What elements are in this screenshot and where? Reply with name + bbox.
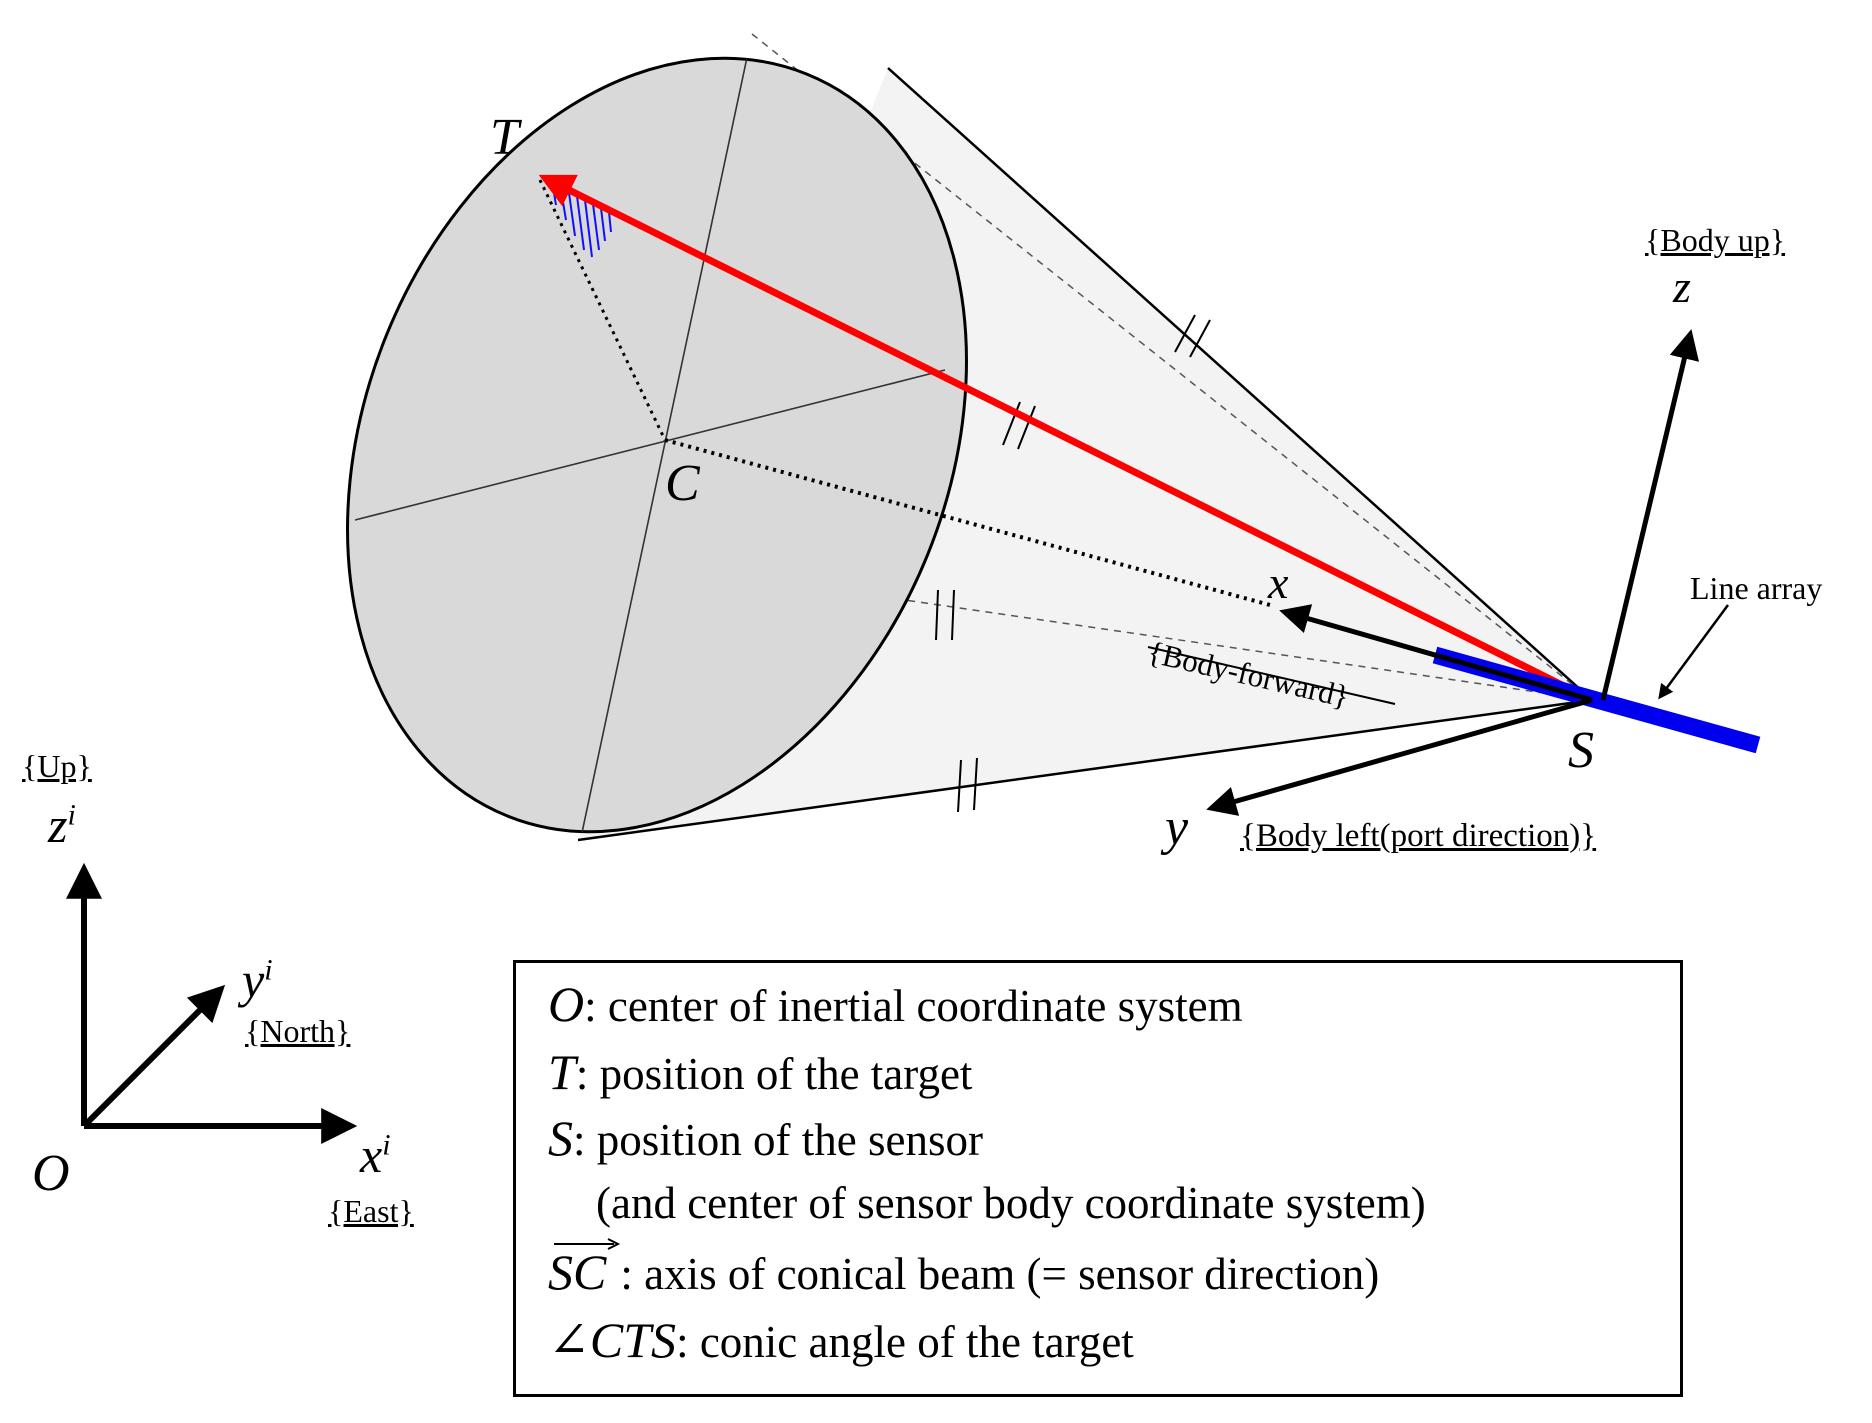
equal-length-ticks [935,314,1211,813]
line-cs [664,438,1271,607]
label-north: {North} [245,1013,351,1049]
legend-row-t: T: position of the target [548,1044,973,1100]
label-line-array: Line array [1690,570,1823,606]
label-body-x: x [1268,557,1289,608]
cone-hidden-edge-top [751,33,1593,701]
body-z-axis [1600,329,1700,701]
label-east: {East} [328,1193,414,1229]
label-inertial-z: zi [48,797,76,853]
label-body-z: z [1673,261,1691,312]
label-inertial-y: yi [242,952,273,1008]
line-array-pointer [1658,604,1730,700]
legend-row-angle: ∠CTS: conic angle of the target [548,1312,1134,1368]
body-forward-underline [1147,646,1396,705]
inertial-y-axis [81,984,226,1129]
label-up: {Up} [22,748,92,784]
legend-row-s-note: (and center of sensor body coordinate sy… [596,1178,1426,1228]
label-body-y: y [1165,799,1189,856]
cone-base-face [346,56,968,834]
legend-row-s: S: position of the sensor [548,1110,983,1166]
label-origin: O [32,1145,70,1202]
legend-row-sc: SC : axis of conical beam (= sensor dire… [548,1238,1379,1301]
cone-top-edge [887,67,1593,701]
body-x-axis [1279,604,1593,703]
line-tc [538,179,667,441]
cone-bottom-edge [577,698,1593,842]
body-y-axis [1206,697,1593,816]
label-c: C [665,455,700,512]
face-diameter-1 [579,33,753,843]
label-t: T [490,109,519,166]
label-body-up: {Body up} [1645,222,1786,258]
target-vector [538,174,1594,704]
vector-arrow-icon [554,1238,621,1250]
legend-box: O: center of inertial coordinate system … [513,960,1683,1397]
label-s: S [1568,722,1594,779]
face-diameter-2 [354,369,946,521]
vector-sc-symbol: SC [548,1238,621,1301]
label-body-left: {Body left(port direction)} [1240,818,1597,854]
label-inertial-x: xi [360,1127,391,1183]
legend-row-o: O: center of inertial coordinate system [548,976,1243,1032]
